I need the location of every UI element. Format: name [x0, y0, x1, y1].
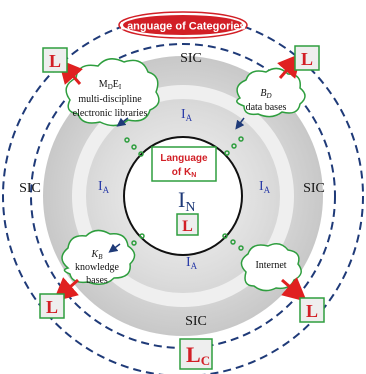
svg-text:KB: KB — [91, 249, 104, 261]
svg-text:IA: IA — [181, 107, 193, 123]
cloud-multi-discipline-libraries: MDEI multi-discipline electronic librari… — [65, 58, 160, 127]
ia-label-bottom: IA — [186, 255, 198, 271]
sic-label-right: SIC — [303, 181, 325, 196]
ia-label-right: IA — [259, 179, 271, 195]
ia-label-top: IA — [181, 107, 193, 123]
cloud-internet: Internet — [240, 243, 302, 292]
svg-text:LC: LC — [186, 342, 210, 368]
sic-label-bottom: SIC — [185, 314, 207, 329]
sic-label-top: SIC — [180, 51, 202, 66]
svg-text:knowledge: knowledge — [75, 262, 119, 273]
svg-text:bases: bases — [86, 275, 108, 286]
svg-text:L: L — [306, 301, 318, 321]
corner-l-box-bottom-right: L — [299, 297, 325, 323]
arrow-bottom-right — [281, 277, 308, 302]
svg-text:data bases: data bases — [246, 102, 287, 113]
svg-text:IA: IA — [186, 255, 198, 271]
title-badge: Language of Categories — [118, 11, 248, 39]
svg-text:L: L — [182, 218, 193, 235]
svg-text:MDEI: MDEI — [99, 79, 122, 91]
corner-l-box-top-right: L — [294, 45, 320, 71]
inner-light-ring — [72, 85, 294, 307]
svg-text:L: L — [301, 49, 313, 69]
center-language-box: Language of KN — [151, 146, 217, 182]
svg-text:of KN: of KN — [172, 167, 197, 179]
sic-label-left: SIC — [19, 181, 41, 196]
center-l-box: L — [176, 213, 199, 236]
corner-l-box-bottom-left: L — [39, 293, 65, 319]
svg-text:Language: Language — [160, 153, 208, 164]
arrow-top-right — [277, 52, 302, 79]
svg-text:L: L — [49, 51, 61, 71]
connector-dots — [123, 136, 244, 252]
core-in-label: IN — [178, 187, 195, 215]
svg-text:multi-discipline: multi-discipline — [78, 94, 142, 105]
svg-text:BD: BD — [260, 88, 271, 100]
cloud-data-bases: BD data bases — [236, 67, 306, 118]
svg-text:L: L — [46, 297, 58, 317]
bottom-lc-box: LC — [179, 338, 213, 370]
arrow-top-left — [58, 58, 83, 85]
svg-text:electronic libraries: electronic libraries — [73, 108, 148, 119]
svg-text:Internet: Internet — [255, 260, 286, 271]
svg-text:IA: IA — [98, 179, 110, 195]
corner-l-box-top-left: L — [42, 47, 68, 73]
ia-label-left: IA — [98, 179, 110, 195]
svg-text:IA: IA — [259, 179, 271, 195]
arrow-bottom-left — [52, 277, 79, 302]
title-text: Language of Categories — [120, 21, 245, 33]
